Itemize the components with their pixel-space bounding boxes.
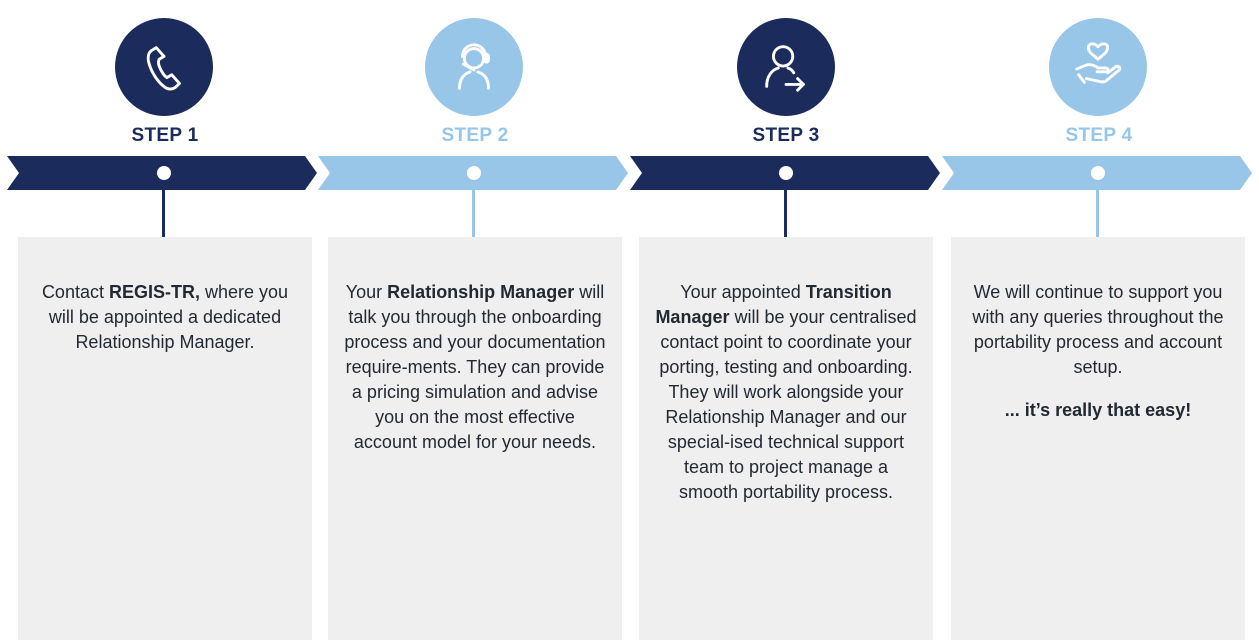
step-1: STEP 1 Contact REGIS-TR, where you will … [0, 0, 317, 640]
step-2: STEP 2 Your Relationship Manager will ta… [0, 0, 628, 640]
connector-line [472, 180, 475, 238]
phone-icon [115, 18, 213, 116]
connector-line [162, 180, 165, 238]
step-3: STEP 3 Your appointed Transition Manager… [0, 0, 940, 640]
closing-line: ... it’s really that easy! [1004, 400, 1192, 420]
timeline-dot [157, 166, 171, 180]
headset-person-icon [425, 18, 523, 116]
step-description: Your Relationship Manager will talk you … [344, 282, 606, 452]
step-card: Contact REGIS-TR, where you will be appo… [18, 237, 312, 640]
connector-line [1096, 180, 1099, 238]
timeline-dot [467, 166, 481, 180]
connector-line [784, 180, 787, 238]
step-label: STEP 3 [752, 125, 820, 146]
person-arrow-icon [737, 18, 835, 116]
step-card: Your Relationship Manager will talk you … [328, 237, 622, 640]
step-description: Contact REGIS-TR, where you will be appo… [41, 282, 289, 352]
step-label: STEP 1 [131, 125, 199, 146]
step-label: STEP 2 [441, 125, 509, 146]
timeline-dot [1091, 166, 1105, 180]
step-card: Your appointed Transition Manager will b… [639, 237, 933, 640]
hand-heart-icon [1049, 18, 1147, 116]
step-description: Your appointed Transition Manager will b… [655, 282, 917, 502]
timeline-dot [779, 166, 793, 180]
step-label: STEP 4 [1065, 125, 1133, 146]
step-description: We will continue to support you with any… [972, 282, 1224, 377]
step-card: We will continue to support you with any… [951, 237, 1245, 640]
